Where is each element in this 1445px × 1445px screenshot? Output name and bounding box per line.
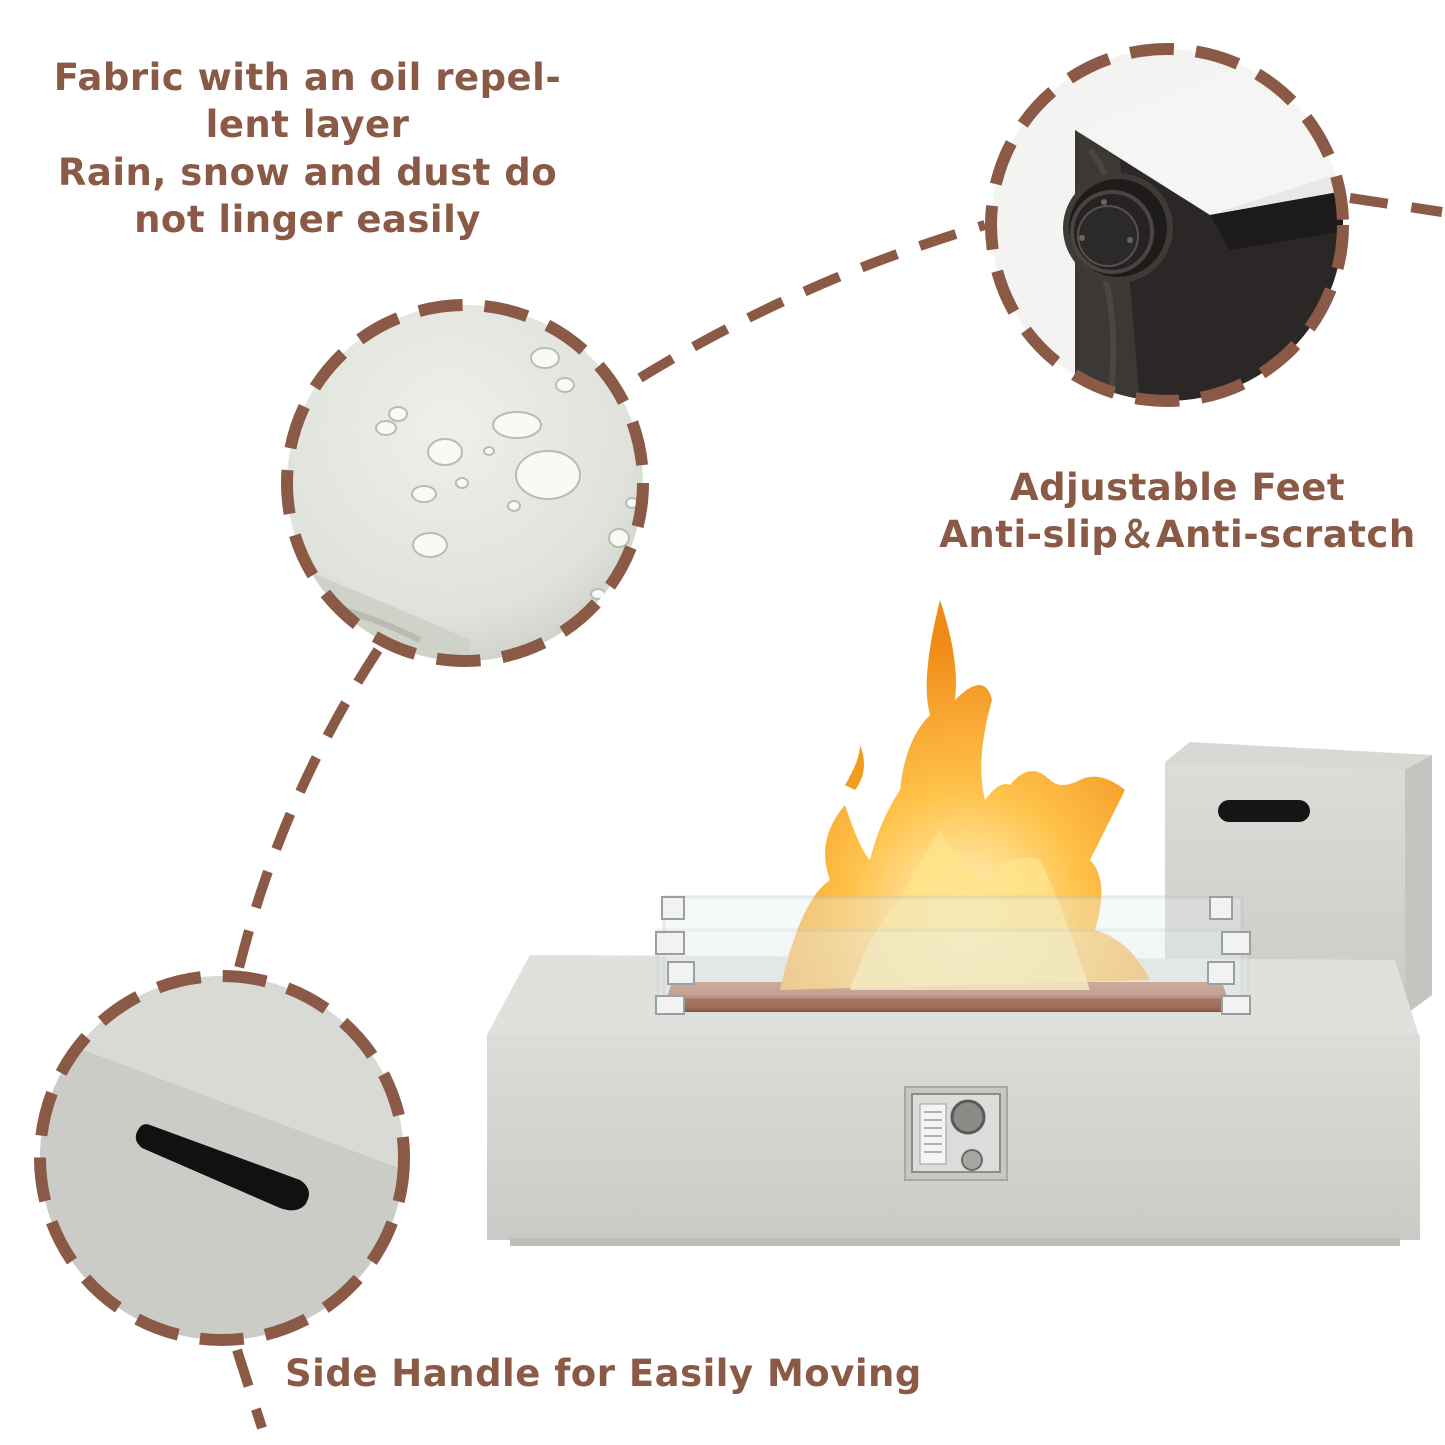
flame-icon (780, 600, 1150, 990)
glass-wind-guard (655, 895, 1251, 1015)
fabric-caption-line: Rain, snow and dust do (57, 150, 558, 194)
water-droplets (375, 347, 639, 600)
handle-slot-icon (135, 1124, 309, 1211)
handle-detail-circle (34, 970, 410, 1346)
fabric-caption-line: Fabric with an oil repel- (53, 56, 562, 99)
fabric-detail-circle (281, 299, 649, 667)
tank-cover-handle-icon (1218, 800, 1310, 822)
handle-caption: Side Handle for Easily Moving (285, 1352, 922, 1395)
feet-detail-circle (985, 43, 1349, 407)
fabric-caption-line: not linger easily (134, 198, 481, 242)
igniter-button-icon (961, 1149, 983, 1171)
fire-pit-product (487, 600, 1432, 1246)
control-knob-icon (950, 1099, 986, 1135)
feet-caption-line: Adjustable Feet (1009, 466, 1346, 509)
feet-caption-line: Anti-slip＆Anti-scratch (939, 513, 1416, 557)
feet-caption: Adjustable Feet Anti-slip＆Anti-scratch (930, 464, 1425, 559)
fabric-caption-line: lent layer (205, 103, 410, 147)
dashed-connectors (232, 193, 1443, 1430)
fabric-caption: Fabric with an oil repel- lent layer Rai… (40, 54, 575, 243)
control-panel (904, 1086, 1008, 1181)
leveling-foot-icon (1063, 173, 1173, 283)
